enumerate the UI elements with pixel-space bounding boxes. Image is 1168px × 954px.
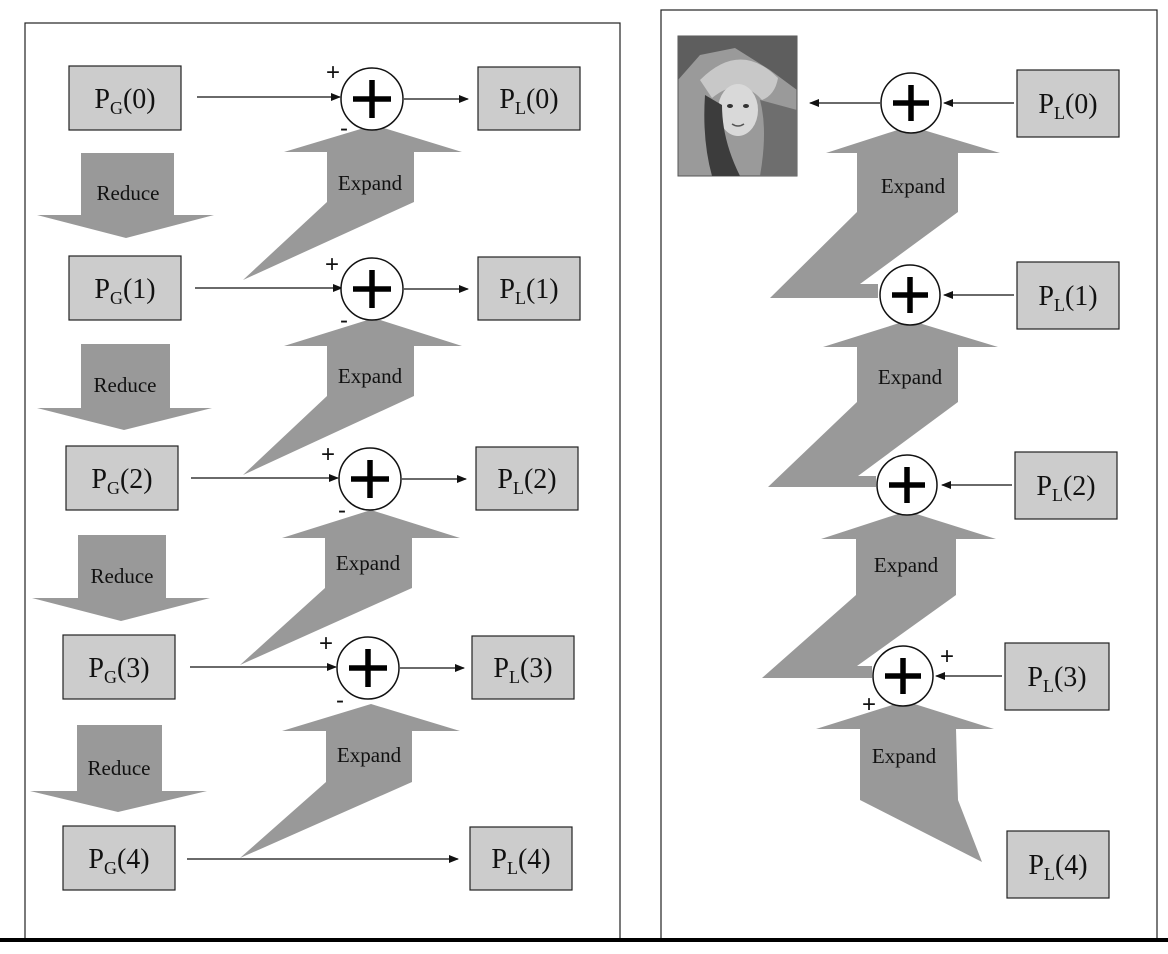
reconstructed-image (677, 35, 798, 177)
svg-text:PL(3): PL(3) (493, 653, 552, 687)
laplacian-box-right-4: PL(4) (1006, 830, 1110, 899)
reduce-label: Reduce (97, 181, 160, 205)
svg-text:PG(2): PG(2) (91, 464, 152, 498)
expand-arrow-3: Expand (240, 704, 460, 858)
expand-label: Expand (881, 174, 946, 198)
svg-text:PL(2): PL(2) (1036, 471, 1095, 505)
svg-text:PL(1): PL(1) (499, 274, 558, 308)
minus-sign: - (336, 687, 344, 714)
expand-label: Expand (872, 744, 937, 768)
sum-node-left-0: + - (326, 59, 404, 142)
gaussian-box-1: PG(1) (68, 255, 182, 321)
svg-text:PG(3): PG(3) (88, 653, 149, 687)
expand-label: Expand (874, 553, 939, 577)
svg-text:PL(4): PL(4) (491, 844, 550, 878)
svg-text:PL(4): PL(4) (1028, 850, 1087, 884)
svg-text:PL(3): PL(3) (1027, 662, 1086, 696)
reduce-label: Reduce (91, 564, 154, 588)
plus-sign: + (321, 441, 335, 468)
svg-text:PL(0): PL(0) (1038, 89, 1097, 123)
svg-text:PL(0): PL(0) (499, 84, 558, 118)
reduce-arrow-1: Reduce (37, 344, 212, 430)
laplacian-box-right-3: PL(3) (1004, 642, 1110, 711)
plus-sign: + (940, 643, 954, 670)
expand-label: Expand (337, 743, 402, 767)
expand-arrow-right-1: Expand (768, 320, 998, 487)
laplacian-box-right-2: PL(2) (1014, 451, 1118, 520)
gaussian-box-4: PG(4) (62, 825, 176, 891)
reduce-arrow-3: Reduce (30, 725, 207, 812)
gaussian-box-3: PG(3) (62, 634, 176, 700)
laplacian-box-left-0: PL(0) (477, 66, 581, 131)
expand-arrow-0: Expand (243, 125, 462, 280)
expand-arrow-right-0: Expand (770, 126, 1000, 298)
minus-sign: - (340, 115, 348, 142)
expand-label: Expand (336, 551, 401, 575)
expand-arrow-right-3: Expand (816, 701, 994, 862)
svg-text:PL(2): PL(2) (497, 464, 556, 498)
plus-sign: + (862, 691, 876, 718)
expand-arrow-1: Expand (243, 318, 462, 475)
sum-node-right-1 (879, 264, 941, 326)
gaussian-box-0: PG(0) (68, 65, 182, 131)
plus-sign: + (319, 630, 333, 657)
expand-label: Expand (878, 365, 943, 389)
sum-node-right-2 (876, 454, 938, 516)
svg-text:PG(1): PG(1) (94, 274, 155, 308)
sum-node-right-0 (880, 72, 942, 134)
reduce-arrow-2: Reduce (32, 535, 210, 621)
sum-node-left-1: + - (325, 251, 404, 334)
minus-sign: - (338, 497, 346, 524)
svg-text:PL(1): PL(1) (1038, 281, 1097, 315)
sum-node-left-3: + - (319, 630, 400, 714)
laplacian-box-left-4: PL(4) (469, 826, 573, 891)
reduce-arrow-0: Reduce (37, 153, 214, 238)
laplacian-box-right-1: PL(1) (1016, 261, 1120, 330)
laplacian-box-left-3: PL(3) (471, 635, 575, 700)
expand-label: Expand (338, 364, 403, 388)
plus-sign: + (325, 251, 339, 278)
expand-arrow-2: Expand (240, 510, 460, 665)
plus-sign: + (326, 59, 340, 86)
minus-sign: - (340, 307, 348, 334)
expand-arrow-right-2: Expand (762, 511, 996, 678)
reduce-label: Reduce (94, 373, 157, 397)
svg-text:PG(4): PG(4) (88, 844, 149, 878)
laplacian-box-left-2: PL(2) (475, 446, 579, 511)
sum-node-right-3: + + (862, 643, 954, 718)
laplacian-box-right-0: PL(0) (1016, 69, 1120, 138)
sum-node-left-2: + - (321, 441, 402, 524)
reduce-label: Reduce (88, 756, 151, 780)
gaussian-box-2: PG(2) (65, 445, 179, 511)
svg-text:PG(0): PG(0) (94, 84, 155, 118)
expand-label: Expand (338, 171, 403, 195)
laplacian-box-left-1: PL(1) (477, 256, 581, 321)
